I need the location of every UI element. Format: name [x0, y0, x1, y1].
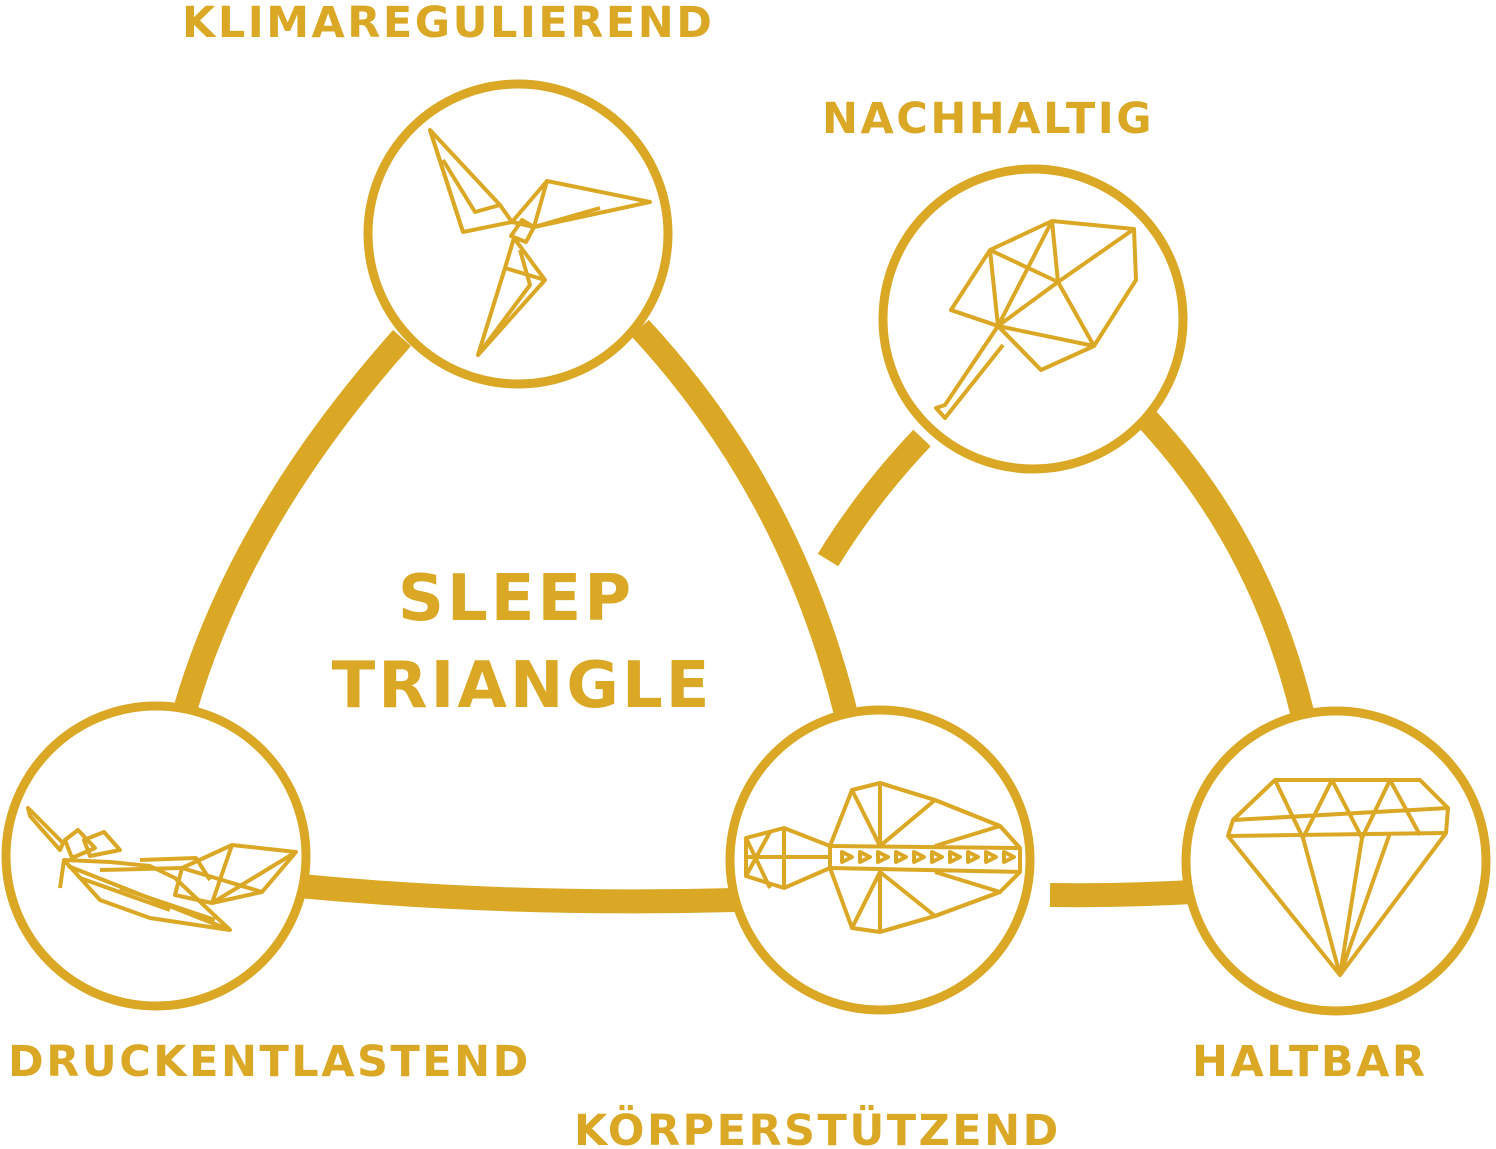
- label-klimaregulierend: KLIMAREGULIEREND: [182, 0, 714, 48]
- arc-bottom: [298, 874, 736, 914]
- node-circle-nachhaltig: [878, 164, 1188, 474]
- connector-arcs: [173, 319, 1314, 914]
- leaf-icon: [934, 219, 1138, 420]
- arc-nachhaltig-right: [1137, 409, 1314, 715]
- arc-bottom-right: [1049, 880, 1193, 908]
- node-circle-druckentlastend: [1, 701, 311, 1011]
- center-title-line2: TRIANGLE: [332, 649, 713, 723]
- arc-nachhaltig-left: [817, 429, 931, 567]
- center-title-line1: SLEEP: [398, 562, 634, 636]
- arc-left: [173, 330, 411, 714]
- label-druckentlastend: DRUCKENTLASTEND: [8, 1037, 531, 1087]
- node-circle-klimaregulierend: [363, 79, 673, 389]
- feather-icon: [26, 806, 298, 932]
- node-circle-haltbar: [1181, 706, 1491, 1016]
- hummingbird-icon: [428, 128, 652, 357]
- arc-top-right: [631, 319, 857, 713]
- label-haltbar: HALTBAR: [1192, 1037, 1428, 1087]
- label-koerperstuetzend: KÖRPERSTÜTZEND: [574, 1105, 1061, 1149]
- spine-icon: [744, 781, 1022, 934]
- label-nachhaltig: NACHHALTIG: [822, 94, 1154, 144]
- diamond-icon: [1226, 778, 1450, 977]
